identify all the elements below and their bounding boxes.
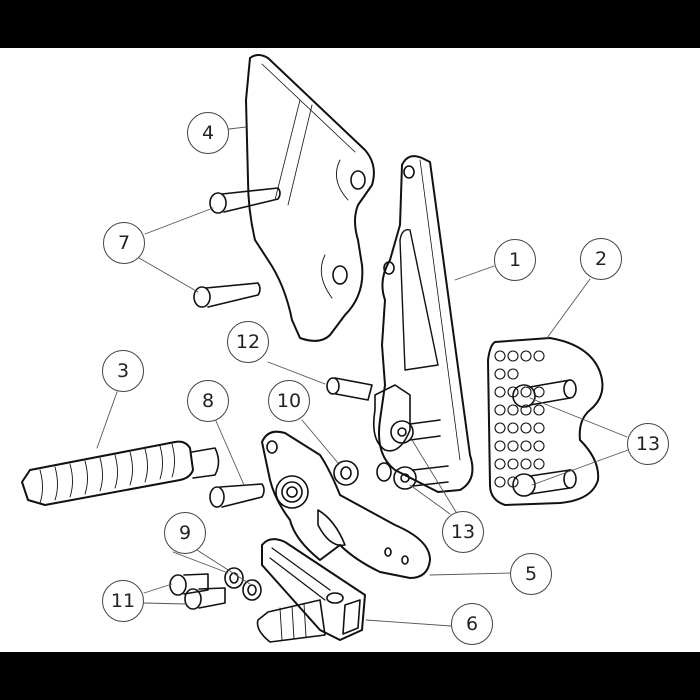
part-2-adapter-plate: [487, 337, 604, 506]
part-9-washers: [224, 567, 262, 601]
part-10-washer: [333, 460, 359, 486]
part-8-bolt: [209, 483, 265, 508]
balloon-11: 11: [102, 580, 144, 622]
balloon-label: 6: [465, 613, 479, 635]
leader-lines: [96, 126, 629, 627]
balloon-4: 4: [187, 112, 229, 154]
balloon-10: 10: [268, 380, 310, 422]
balloon-label: 8: [201, 390, 215, 412]
balloon-label: 3: [116, 360, 130, 382]
part-4-heel-guard: [245, 54, 375, 342]
balloon-label: 9: [178, 522, 192, 544]
balloon-label: 4: [201, 122, 215, 144]
part-5-lever: [261, 430, 431, 579]
balloon-label: 10: [276, 390, 302, 412]
balloon-13-center: 13: [442, 511, 484, 553]
balloon-8: 8: [187, 380, 229, 422]
part-6-lever-tip: [256, 538, 366, 643]
balloon-9: 9: [164, 512, 206, 554]
balloon-13-right: 13: [627, 423, 669, 465]
balloon-3: 3: [102, 350, 144, 392]
balloon-2: 2: [580, 238, 622, 280]
part-3-footpeg: [21, 440, 220, 506]
balloon-7: 7: [103, 222, 145, 264]
balloon-5: 5: [510, 553, 552, 595]
part-12-pivot-bolt: [326, 377, 373, 401]
balloon-label: 13: [450, 521, 476, 543]
balloon-label: 5: [524, 563, 538, 585]
balloon-label: 13: [635, 433, 661, 455]
part-7-bolts: [193, 187, 281, 308]
balloon-label: 12: [235, 331, 261, 353]
balloon-label: 2: [594, 248, 608, 270]
bottom-letterbox-bar: [0, 652, 700, 700]
part-13-bolts-left: [372, 384, 449, 490]
top-letterbox-bar: [0, 0, 700, 48]
balloon-label: 7: [117, 232, 131, 254]
balloon-1: 1: [494, 239, 536, 281]
balloon-12: 12: [227, 321, 269, 363]
balloon-label: 1: [508, 249, 522, 271]
balloon-6: 6: [451, 603, 493, 645]
balloon-label: 11: [110, 590, 136, 612]
part-1-main-bracket: [378, 155, 474, 493]
